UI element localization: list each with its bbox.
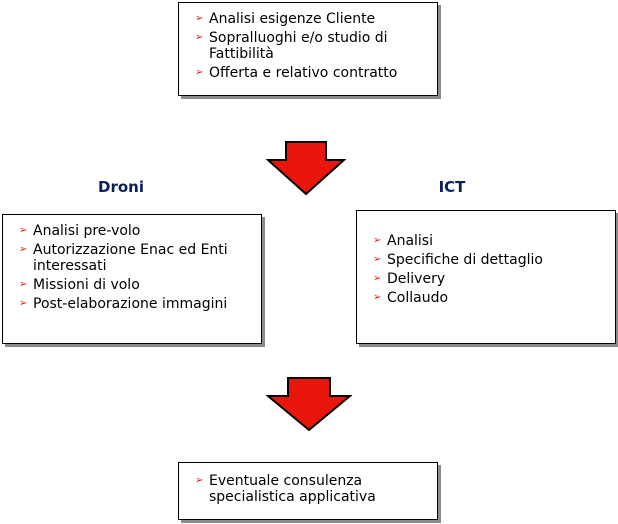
arrow-bullet-icon: ➢: [19, 279, 28, 290]
arrow-bullet-icon: ➢: [373, 235, 382, 246]
list-item: ➢Post-elaborazione immagini: [19, 296, 228, 312]
list-item: ➢Offerta e relativo contratto: [195, 65, 398, 81]
arrow-bullet-icon: ➢: [19, 298, 28, 309]
list-item: ➢Missioni di volo: [19, 277, 140, 293]
droni-heading: Droni: [98, 178, 144, 196]
list-item: ➢Sopralluoghi e/o studio di Fattibilità: [195, 30, 388, 62]
droni-box: ➢Analisi pre-volo ➢Autorizzazione Enac e…: [2, 214, 262, 344]
list-item: ➢Delivery: [373, 271, 446, 287]
down-arrow-icon: [266, 377, 352, 432]
droni-list: ➢Analisi pre-volo ➢Autorizzazione Enac e…: [19, 223, 251, 312]
arrow-bullet-icon: ➢: [373, 292, 382, 303]
bottom-box: ➢Eventuale consulenza specialistica appl…: [178, 462, 438, 520]
arrow-bullet-icon: ➢: [195, 13, 204, 24]
arrow-bullet-icon: ➢: [195, 67, 204, 78]
ict-list: ➢Analisi ➢Specifiche di dettaglio ➢Deliv…: [373, 233, 605, 306]
arrow-bullet-icon: ➢: [19, 225, 28, 236]
list-item: ➢Collaudo: [373, 290, 449, 306]
arrow-bullet-icon: ➢: [195, 475, 204, 486]
arrow-bullet-icon: ➢: [373, 254, 382, 265]
ict-box: ➢Analisi ➢Specifiche di dettaglio ➢Deliv…: [356, 210, 616, 344]
list-item: ➢Analisi esigenze Cliente: [195, 11, 376, 27]
list-item: ➢Specifiche di dettaglio: [373, 252, 543, 268]
list-item: ➢Analisi pre-volo: [19, 223, 141, 239]
list-item: ➢Eventuale consulenza specialistica appl…: [195, 473, 376, 505]
bottom-box-list: ➢Eventuale consulenza specialistica appl…: [195, 473, 427, 505]
arrow-bullet-icon: ➢: [19, 244, 28, 255]
arrow-bullet-icon: ➢: [195, 32, 204, 43]
arrow-bullet-icon: ➢: [373, 273, 382, 284]
list-item: ➢Autorizzazione Enac ed Enti interessati: [19, 242, 228, 274]
ict-heading: ICT: [438, 178, 466, 196]
top-box-list: ➢Analisi esigenze Cliente ➢Sopralluoghi …: [195, 11, 427, 81]
down-arrow-icon: [266, 141, 346, 196]
top-box: ➢Analisi esigenze Cliente ➢Sopralluoghi …: [178, 2, 438, 96]
list-item: ➢Analisi: [373, 233, 433, 249]
